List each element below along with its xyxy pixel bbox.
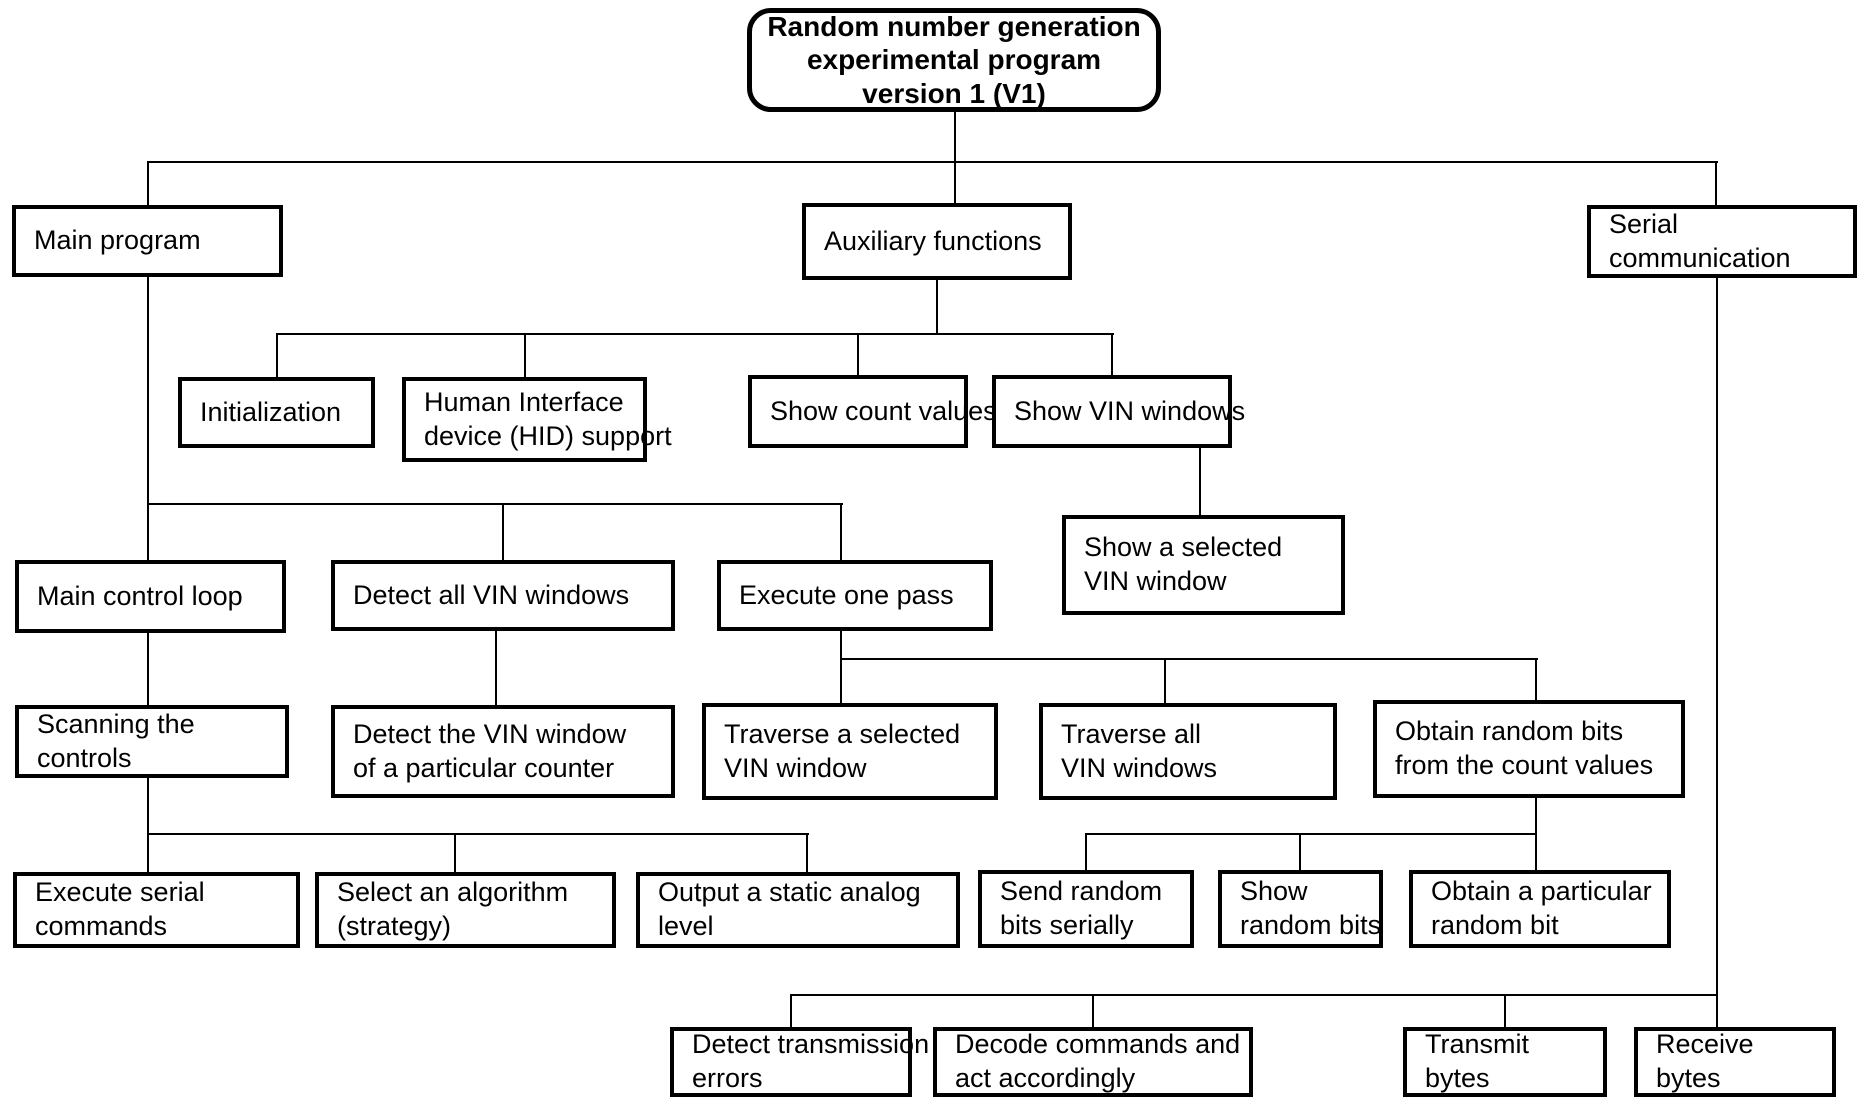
- connector-line: [147, 277, 149, 562]
- node-detect-vin-window-particular-counter: Detect the VIN window of a particular co…: [331, 705, 675, 798]
- connector-line: [524, 333, 526, 379]
- node-scanning-the-controls: Scanning the controls: [15, 705, 289, 778]
- connector-line: [857, 333, 859, 377]
- connector-line: [147, 161, 1718, 163]
- node-root: Random number generation experimental pr…: [747, 8, 1161, 112]
- connector-line: [840, 658, 1538, 660]
- connector-line: [840, 503, 842, 562]
- connector-line: [1085, 833, 1087, 872]
- node-transmit-bytes: Transmit bytes: [1403, 1027, 1607, 1097]
- connector-line: [1299, 833, 1301, 872]
- node-decode-commands: Decode commands and act accordingly: [933, 1027, 1253, 1097]
- connector-line: [1715, 161, 1717, 207]
- node-receive-bytes: Receive bytes: [1634, 1027, 1836, 1097]
- node-output-static-analog-level: Output a static analog level: [636, 872, 960, 948]
- connector-line: [1086, 833, 1537, 835]
- connector-line: [147, 778, 149, 874]
- node-detect-all-vin-windows: Detect all VIN windows: [331, 560, 675, 631]
- connector-line: [954, 112, 956, 205]
- connector-line: [502, 503, 504, 562]
- connector-line: [454, 833, 456, 874]
- node-obtain-random-bits: Obtain random bits from the count values: [1373, 700, 1685, 798]
- node-select-algorithm: Select an algorithm (strategy): [315, 872, 616, 948]
- node-initialization: Initialization: [178, 377, 375, 448]
- connector-line: [276, 333, 278, 379]
- node-traverse-all-vin-windows: Traverse all VIN windows: [1039, 703, 1337, 800]
- connector-line: [806, 833, 808, 874]
- connector-line: [790, 994, 1718, 996]
- node-main-control-loop: Main control loop: [15, 560, 286, 633]
- connector-line: [936, 280, 938, 335]
- connector-line: [147, 161, 149, 207]
- node-hid-support: Human Interface device (HID) support: [402, 377, 672, 462]
- node-traverse-selected-vin-window: Traverse a selected VIN window: [702, 703, 998, 800]
- connector-line: [147, 633, 149, 707]
- node-show-vin-windows: Show VIN windows: [992, 375, 1245, 448]
- connector-line: [1111, 333, 1113, 377]
- node-show-count-values: Show count values: [748, 375, 997, 448]
- node-show-random-bits: Show random bits: [1218, 870, 1383, 948]
- node-send-random-bits-serially: Send random bits serially: [978, 870, 1194, 948]
- connector-line: [495, 631, 497, 707]
- connector-line: [276, 333, 1114, 335]
- node-auxiliary-functions: Auxiliary functions: [802, 203, 1072, 280]
- node-detect-transmission-errors: Detect transmission errors: [670, 1027, 929, 1097]
- node-obtain-particular-random-bit: Obtain a particular random bit: [1409, 870, 1671, 948]
- connector-line: [1535, 658, 1537, 702]
- connector-line: [840, 631, 842, 705]
- connector-line: [147, 833, 809, 835]
- connector-line: [1504, 994, 1506, 1029]
- connector-line: [147, 503, 843, 505]
- connector-line: [1164, 658, 1166, 705]
- connector-line: [790, 994, 792, 1029]
- connector-line: [1716, 278, 1718, 1029]
- connector-line: [1535, 798, 1537, 872]
- connector-line: [1199, 448, 1201, 517]
- node-main-program: Main program: [12, 205, 283, 277]
- connector-line: [1092, 994, 1094, 1029]
- node-show-selected-vin-window: Show a selected VIN window: [1062, 515, 1345, 615]
- node-serial-communication: Serial communication: [1587, 205, 1857, 278]
- node-execute-one-pass: Execute one pass: [717, 560, 993, 631]
- node-execute-serial-commands: Execute serial commands: [13, 872, 300, 948]
